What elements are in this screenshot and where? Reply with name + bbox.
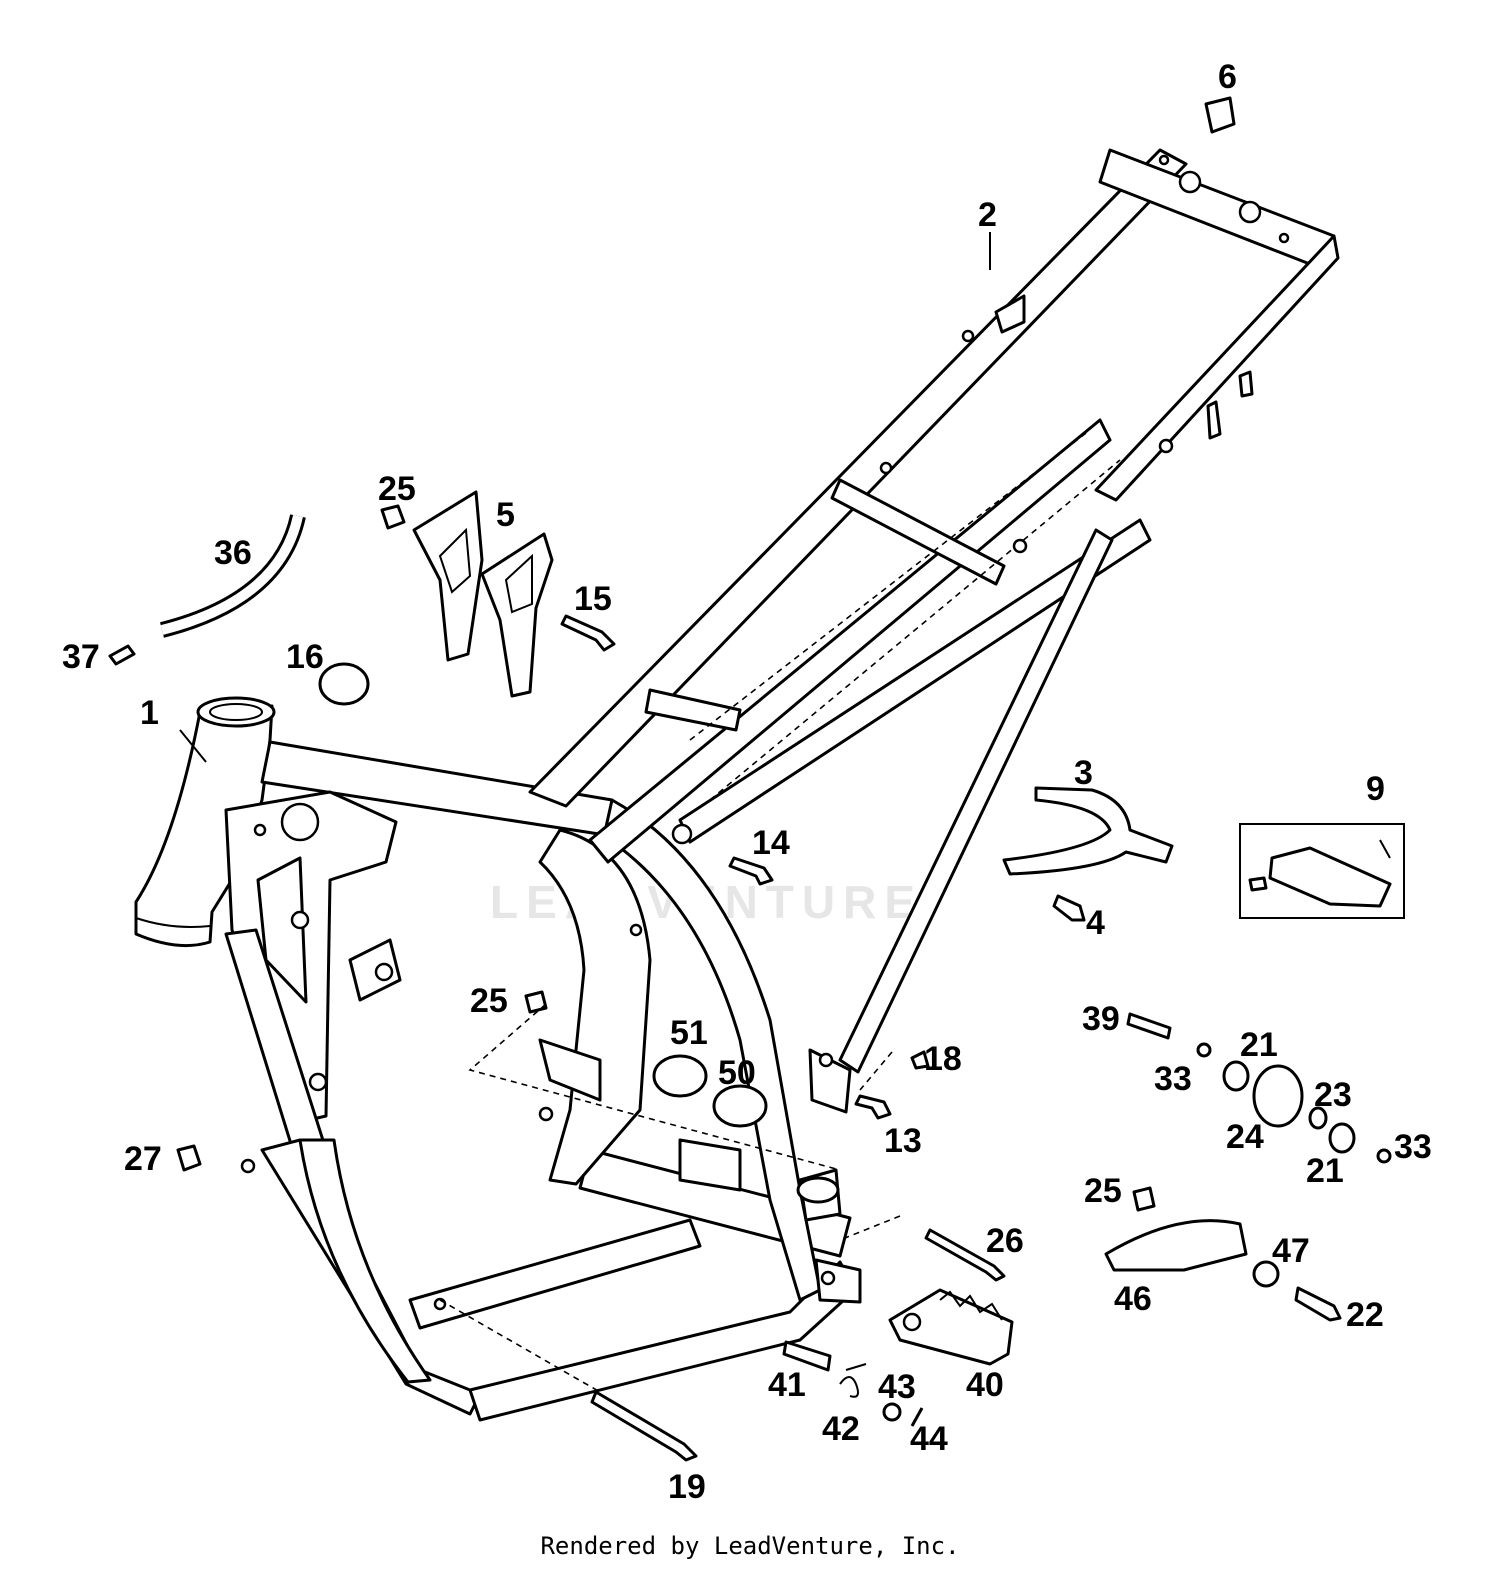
callout-46: 46 [1114,1280,1152,1318]
bolt-39 [1126,1012,1172,1040]
footpeg-bracket-46 [1104,1219,1248,1272]
callout-21a: 21 [1240,1026,1278,1064]
callout-42: 42 [822,1410,860,1448]
vent-hose-36-inner [160,514,303,635]
callout-25b: 25 [470,982,508,1020]
callout-51: 51 [670,1014,708,1052]
rivet-18 [910,1050,930,1070]
callout-3: 3 [1074,754,1093,792]
cotter-pin-44 [910,1407,924,1427]
callout-6: 6 [1218,58,1237,96]
nut-25-right [1132,1186,1156,1212]
frame-plug-16 [318,662,370,706]
nut-25-middle [524,990,548,1014]
callout-23: 23 [1314,1076,1352,1114]
callout-26: 26 [986,1222,1024,1260]
nut-27 [176,1144,202,1172]
main-frame [134,418,1152,1422]
bolt-19 [590,1390,698,1462]
callout-labels: 6 2 25 5 36 15 37 16 1 3 9 14 4 25 39 51… [62,58,1432,1506]
bushing-50 [712,1084,768,1128]
washer-33a [1196,1042,1212,1058]
nut-25-top [380,504,406,530]
callout-47: 47 [1272,1232,1310,1270]
callout-15: 15 [574,580,612,618]
callout-41: 41 [768,1366,806,1404]
footpeg-40 [888,1288,1014,1366]
callout-43: 43 [878,1368,916,1406]
callout-33a: 33 [1154,1060,1192,1098]
washer-43 [882,1402,902,1422]
callout-33b: 33 [1394,1128,1432,1166]
screw-13 [854,1094,892,1120]
bolt-26 [924,1228,1006,1282]
engine-bracket-5a [412,490,484,662]
callout-14: 14 [752,824,790,862]
callout-24: 24 [1226,1118,1264,1156]
screw-14 [728,856,774,886]
sleeve-23 [1308,1106,1328,1130]
callout-36: 36 [214,534,252,572]
callout-19: 19 [668,1468,706,1506]
callout-40: 40 [966,1366,1004,1404]
callout-37: 37 [62,638,100,676]
roller-24 [1252,1064,1304,1128]
callout-50: 50 [718,1054,756,1092]
bearing-21b [1328,1122,1356,1154]
spacer-47 [1252,1260,1280,1288]
pin-41 [782,1340,832,1372]
callout-2: 2 [978,196,997,234]
bearing-21a [1222,1060,1250,1092]
render-credit: Rendered by LeadVenture, Inc. [540,1532,960,1560]
callout-16: 16 [286,638,324,676]
callout-22: 22 [1346,1296,1384,1334]
washer-33b [1376,1148,1392,1164]
engine-bracket-5b [480,532,554,698]
callout-1: 1 [140,694,159,732]
callout-39: 39 [1082,1000,1120,1038]
hose-clip-37 [108,644,136,666]
subframe [528,148,1340,1074]
leader-lines [179,232,991,1393]
plug-cap-6 [1204,96,1236,134]
callout-9: 9 [1366,770,1385,808]
callout-5: 5 [496,496,515,534]
screw-4 [1052,894,1086,922]
spring-42 [839,1363,867,1398]
callout-18: 18 [924,1040,962,1078]
callout-44: 44 [910,1420,948,1458]
callout-25a: 25 [378,470,416,508]
bushing-51 [652,1054,708,1098]
footrest-kit-9 [1268,846,1392,908]
bolt-22 [1294,1286,1342,1322]
callout-27: 27 [124,1140,162,1178]
callout-4: 4 [1086,904,1105,942]
bolt-15 [560,614,616,652]
rear-grab-bracket-3 [1002,786,1174,876]
callout-21b: 21 [1306,1152,1344,1190]
callout-13: 13 [884,1122,922,1160]
callout-25c: 25 [1084,1172,1122,1210]
